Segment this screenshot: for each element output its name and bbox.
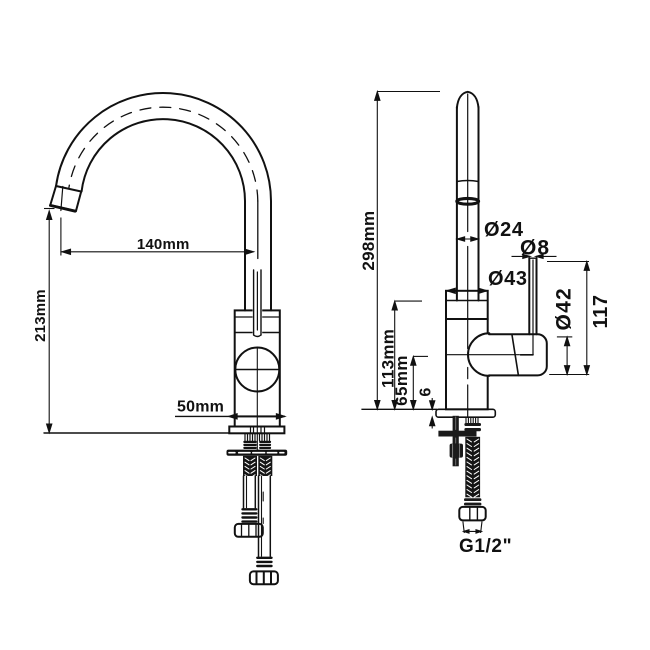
svg-text:G1/2": G1/2": [459, 536, 512, 557]
svg-text:6: 6: [418, 387, 435, 396]
svg-text:298mm: 298mm: [359, 211, 378, 271]
svg-text:Ø42: Ø42: [553, 287, 576, 330]
svg-text:117: 117: [590, 294, 612, 328]
svg-text:Ø8: Ø8: [520, 237, 550, 260]
svg-text:Ø24: Ø24: [484, 219, 524, 241]
svg-text:213mm: 213mm: [32, 289, 49, 342]
svg-text:140mm: 140mm: [137, 236, 190, 253]
svg-text:Ø43: Ø43: [488, 268, 528, 290]
svg-text:65mm: 65mm: [392, 355, 411, 406]
svg-text:50mm: 50mm: [177, 399, 224, 416]
svg-text:113mm: 113mm: [378, 329, 397, 388]
